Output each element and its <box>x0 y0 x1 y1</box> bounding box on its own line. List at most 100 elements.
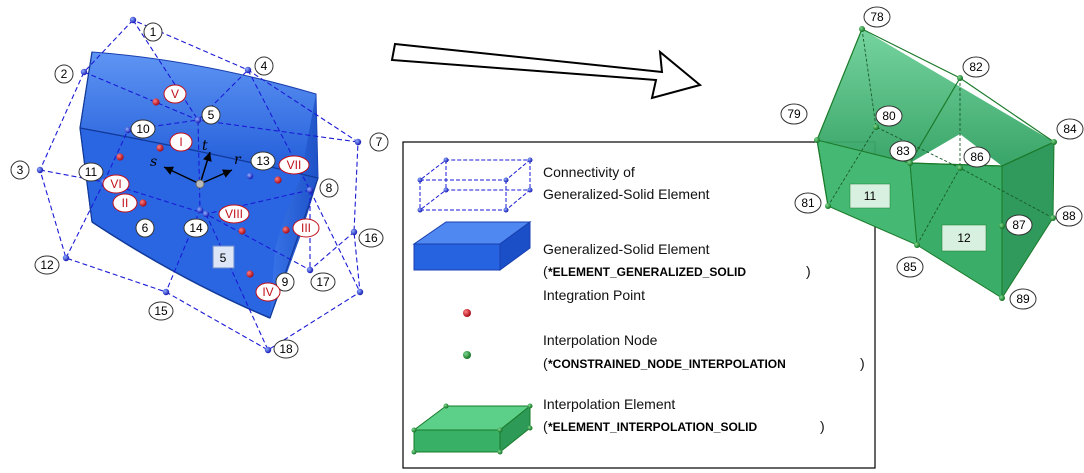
legend-interpolation-node-close-paren: ) <box>860 355 865 371</box>
legend: Connectivity of Generalized-Solid Elemen… <box>402 141 876 469</box>
node-dot <box>80 68 88 76</box>
node-dot <box>356 288 364 296</box>
connectivity-nodes <box>36 16 364 354</box>
node-label: 84 <box>1063 122 1077 136</box>
node-dot <box>194 116 202 124</box>
legend-interpolation-element-keyword: *ELEMENT_INTERPOLATION_SOLID <box>548 420 757 434</box>
node-label: 83 <box>896 144 910 158</box>
legend-connectivity-line2: Generalized-Solid Element <box>543 186 710 202</box>
element-number-box <box>212 245 235 269</box>
legend-connectivity-line1: Connectivity of <box>543 164 635 180</box>
node-dot <box>306 266 314 274</box>
legend-interpolation-element-label: Interpolation Element <box>543 396 675 412</box>
integration-label: VII <box>287 158 302 172</box>
node-dot <box>244 66 252 74</box>
node-label: 1 <box>150 25 157 39</box>
node-dot <box>124 126 132 134</box>
node-label: 10 <box>136 122 150 136</box>
node-label: 3 <box>17 163 24 177</box>
node-label: 81 <box>801 196 815 210</box>
legend-interpolation-node-keyword: *CONSTRAINED_NODE_INTERPOLATION <box>548 357 786 371</box>
node-label: 5 <box>208 108 215 122</box>
transform-arrow <box>390 42 703 100</box>
integration-dot <box>116 153 124 161</box>
node-label: 88 <box>1062 209 1076 223</box>
integration-dot <box>152 98 160 106</box>
node-dot <box>246 172 254 180</box>
generalized-solid-element: s t r 5 1 2 3 4 5 6 7 8 9 10 11 12 13 14… <box>10 16 389 359</box>
integration-dot <box>139 199 147 207</box>
interp-element-label: 11 <box>864 189 877 203</box>
integration-label: VIII <box>225 207 243 221</box>
node-dot <box>129 16 137 24</box>
legend-generalized-solid-icon <box>412 221 532 271</box>
node-label: 4 <box>261 59 268 73</box>
node-label: 17 <box>316 275 330 289</box>
integration-dot <box>238 227 246 235</box>
axis-s-label: s <box>150 154 157 170</box>
node-label: 6 <box>142 221 149 235</box>
interpolation-elements: 11 12 78 79 80 81 82 83 84 85 86 87 88 8… <box>780 6 1084 310</box>
node-label: 82 <box>969 60 983 74</box>
node-label: 18 <box>279 342 293 356</box>
node-dot <box>264 346 272 354</box>
node-label: 89 <box>1016 292 1030 306</box>
interp-node-labels: 78 79 80 81 82 83 84 85 86 87 88 89 <box>780 6 1084 310</box>
node-label: 80 <box>882 109 896 123</box>
node-dot <box>196 206 204 214</box>
element-number-label: 5 <box>220 251 227 265</box>
integration-dot <box>246 270 254 278</box>
integration-dot <box>274 176 282 184</box>
node-label: 11 <box>85 165 98 179</box>
legend-interpolation-element-open-paren: ( <box>543 418 548 434</box>
node-label: 7 <box>376 135 383 149</box>
node-label: 86 <box>970 150 984 164</box>
legend-generalized-solid-open-paren: ( <box>543 263 548 279</box>
integration-label: VI <box>110 177 121 191</box>
legend-integration-point-label: Integration Point <box>543 287 645 303</box>
node-label: 85 <box>903 260 917 274</box>
node-dot <box>350 228 358 236</box>
integration-label: IV <box>262 285 273 299</box>
solid-side-face <box>270 94 318 318</box>
node-label: 12 <box>40 258 54 272</box>
interp-element-label: 12 <box>957 231 971 245</box>
node-dot <box>306 186 314 194</box>
legend-integration-point-icon <box>463 309 471 317</box>
integration-label: III <box>301 221 311 235</box>
interp-top-face <box>817 29 1054 166</box>
node-label: 2 <box>61 67 68 81</box>
integration-label: I <box>179 135 182 149</box>
legend-interpolation-element-icon <box>411 403 533 455</box>
integration-points <box>116 98 290 278</box>
node-label: 79 <box>787 107 801 121</box>
node-dot <box>354 138 362 146</box>
integration-dot <box>282 226 290 234</box>
integration-labels: I II III IV V VI VII VIII <box>102 84 320 302</box>
node-dot <box>36 166 44 174</box>
legend-interpolation-node-label: Interpolation Node <box>543 332 658 348</box>
node-label: 87 <box>1012 218 1026 232</box>
node-label: 15 <box>154 304 168 318</box>
node-labels: 1 2 3 4 5 6 7 8 9 10 11 12 13 14 15 16 1… <box>10 22 389 359</box>
local-axes: s t r <box>150 138 242 189</box>
node-label: 14 <box>189 221 203 235</box>
node-dot <box>202 210 210 218</box>
legend-interpolation-element-close-paren: ) <box>820 418 825 434</box>
integration-label: V <box>171 87 179 101</box>
node-dot <box>62 254 70 262</box>
integration-dot <box>156 144 164 152</box>
node-label: 8 <box>326 181 333 195</box>
axis-r-label: r <box>234 152 242 168</box>
solid-bottom-edge <box>91 221 271 319</box>
legend-generalized-solid-line1: Generalized-Solid Element <box>543 241 710 257</box>
legend-interpolation-node-open-paren: ( <box>543 355 548 371</box>
legend-generalized-solid-close-paren: ) <box>806 263 811 279</box>
node-label: 13 <box>256 154 270 168</box>
legend-generalized-solid-keyword: *ELEMENT_GENERALIZED_SOLID <box>548 265 746 279</box>
axis-t-label: t <box>202 138 208 154</box>
node-label: 9 <box>282 275 289 289</box>
node-label: 16 <box>364 231 378 245</box>
node-label: 78 <box>870 10 884 24</box>
